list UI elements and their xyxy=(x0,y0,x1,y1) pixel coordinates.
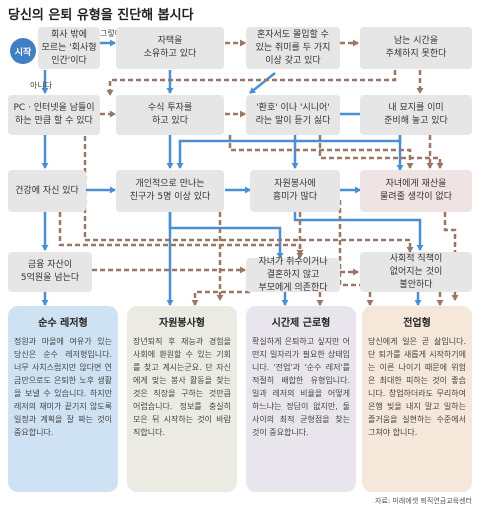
question-box: 자녀에게 재산을 물려줄 생각이 없다 xyxy=(360,170,472,212)
result-title: 시간제 근로형 xyxy=(271,318,331,329)
question-box: PC · 인터넷을 남들이 하는 만큼 할 수 있다 xyxy=(8,95,100,135)
question-box: 혼자서도 몰입할 수 있는 취미를 두 가지 이상 갖고 있다 xyxy=(246,27,340,69)
page-title: 당신의 은퇴 유형을 진단해 봅시다 xyxy=(8,8,194,23)
question-box: 수식 투자를 하고 있다 xyxy=(116,95,224,135)
result-body: 장년퇴직 후 재능과 경험을 사회에 환원할 수 있는 기회를 찾고 계시는군요… xyxy=(133,337,231,437)
question-box: 회사 밖에 모르는 '회사형 인간'이다 xyxy=(38,27,100,69)
result-title: 자원봉사형 xyxy=(159,318,205,329)
question-box: 자원봉사에 흥미가 많다 xyxy=(250,170,340,212)
result-title: 순수 레저형 xyxy=(38,318,88,329)
start-badge: 시작 xyxy=(10,38,36,64)
question-box: 내 묘지를 이미 준비해 놓고 있다 xyxy=(360,95,472,135)
result-body: 확실하게 은퇴하고 싶지만 어떤지 일자리가 필요한 상태입니다. '전업'과 … xyxy=(252,337,350,437)
source-note: 자료: 미래에셋 퇴직연금교육센터 xyxy=(375,497,472,505)
question-box: 건강에 자신 있다 xyxy=(8,170,86,212)
question-box: '환호' 이나 '시니어' 라는 말이 듣기 싫다 xyxy=(246,95,340,135)
question-box: 자녀가 취수이거나 결혼하지 않고 부모에게 의존한다 xyxy=(246,257,340,293)
no-label: 아니다 xyxy=(30,81,53,90)
yes-label: 그렇다 xyxy=(100,29,123,38)
question-box: 금융 자산이 5억원을 넘는다 xyxy=(8,252,92,292)
result-title: 전업형 xyxy=(403,318,431,329)
result-card-volunteer: 자원봉사형 장년퇴직 후 재능과 경험을 사회에 환원할 수 있는 기회를 찾고… xyxy=(127,306,237,492)
question-box: 남는 시간을 주체하지 못한다 xyxy=(360,27,472,69)
result-card-parttime: 시간제 근로형 확실하게 은퇴하고 싶지만 어떤지 일자리가 필요한 상태입니다… xyxy=(246,306,356,492)
result-body: 정원과 마을에 여유가 있는 당신은 순수 레저형입니다. 너무 사치스럽지만 … xyxy=(14,337,112,437)
result-card-fulltime: 전업형 당신에게 일은 곧 삶입니다. 단 퇴가를 새롭게 시작하기에는 이른 … xyxy=(362,306,472,492)
question-box: 자택을 소유하고 있다 xyxy=(116,27,224,69)
question-box: 사회적 직책이 없어지는 것이 불안하다 xyxy=(360,252,472,292)
result-card-leisure: 순수 레저형 정원과 마을에 여유가 있는 당신은 순수 레저형입니다. 너무 … xyxy=(8,306,118,492)
question-box: 개인적으로 만나는 친구가 5명 이상 있다 xyxy=(116,170,224,212)
result-body: 당신에게 일은 곧 삶입니다. 단 퇴가를 새롭게 시작하기에는 이른 나이기 … xyxy=(368,337,466,437)
